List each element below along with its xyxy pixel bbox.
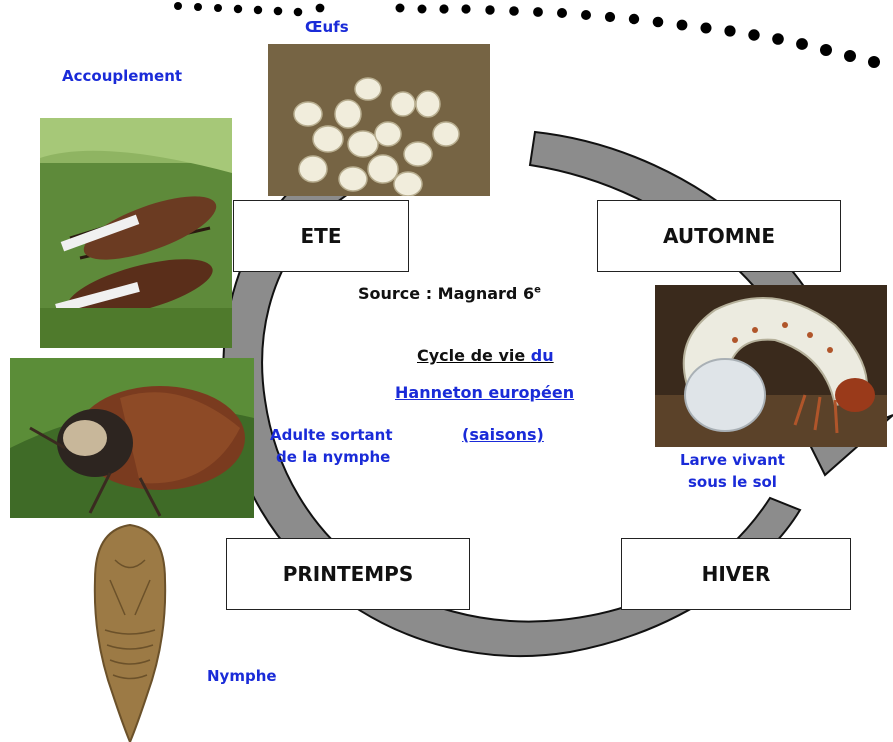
label-oeufs: Œufs bbox=[305, 17, 349, 39]
eggs-photo bbox=[268, 44, 490, 196]
source-text-main: Source : Magnard 6 bbox=[358, 284, 534, 303]
source-text: Source : Magnard 6e bbox=[358, 284, 541, 303]
season-box-ete: ETE bbox=[233, 200, 409, 272]
larva-grub-photo bbox=[655, 285, 887, 447]
label-adulte-line1: Adulte sortant bbox=[270, 425, 393, 447]
season-box-automne: AUTOMNE bbox=[597, 200, 841, 272]
source-text-sup: e bbox=[534, 285, 541, 296]
season-box-printemps: PRINTEMPS bbox=[226, 538, 470, 610]
label-larve-line1: Larve vivant bbox=[680, 450, 785, 472]
title-line-1-blue: du bbox=[531, 346, 554, 365]
season-box-hiver: HIVER bbox=[621, 538, 851, 610]
label-larve-line2: sous le sol bbox=[680, 472, 785, 494]
pupa-photo bbox=[85, 520, 175, 742]
label-adulte-line2: de la nymphe bbox=[270, 447, 393, 469]
label-adulte: Adulte sortant de la nymphe bbox=[270, 425, 393, 469]
mating-beetles-photo bbox=[40, 118, 232, 348]
title-line-3: (saisons) bbox=[462, 425, 544, 444]
title-line-1-black: Cycle de vie bbox=[417, 346, 531, 365]
label-larve: Larve vivant sous le sol bbox=[680, 450, 785, 494]
label-accouplement: Accouplement bbox=[62, 66, 182, 88]
title-line-2: Hanneton européen bbox=[395, 383, 574, 402]
adult-beetle-photo bbox=[10, 358, 254, 518]
label-nymphe: Nymphe bbox=[207, 666, 277, 688]
title-line-1: Cycle de vie du bbox=[417, 346, 554, 365]
